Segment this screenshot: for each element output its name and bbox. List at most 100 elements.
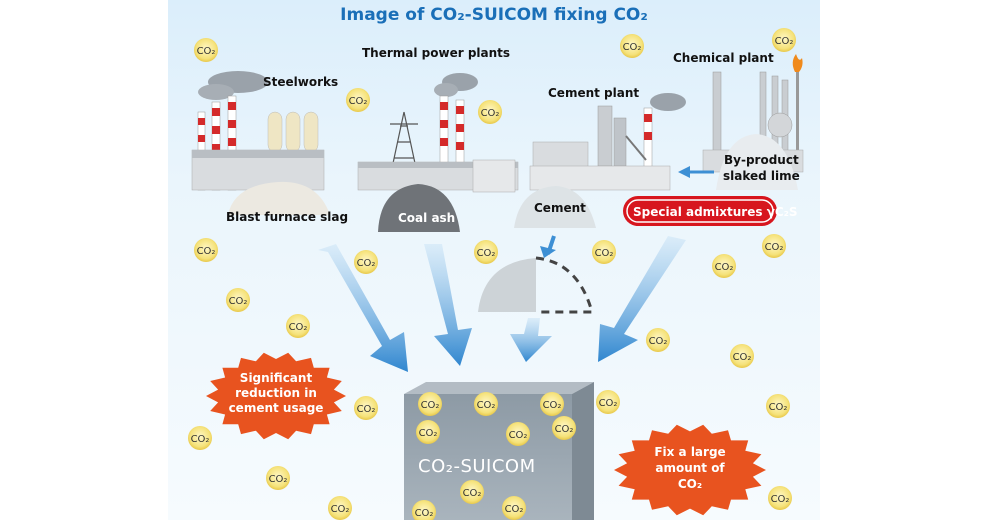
chemical-plant xyxy=(702,54,804,190)
co2-bubble-label: CO₂ xyxy=(733,352,752,363)
co2-bubble-label: CO₂ xyxy=(357,404,376,415)
co2-bubble-label: CO₂ xyxy=(197,46,216,57)
co2-bubble-label: CO₂ xyxy=(769,402,788,413)
co2-bubble-label: CO₂ xyxy=(599,398,618,409)
co2-bubble-label: CO₂ xyxy=(419,428,438,439)
co2-bubble-circle xyxy=(354,250,378,274)
cement-arrow-small xyxy=(540,246,556,258)
co2-bubble-circle xyxy=(766,394,790,418)
conveyor xyxy=(625,135,647,161)
co2-bubble: CO₂ xyxy=(286,314,310,338)
co2-bubble: CO₂ xyxy=(712,254,736,278)
co2-bubble-circle xyxy=(502,496,526,520)
co2-bubble-label: CO₂ xyxy=(775,36,794,47)
co2-bubble-circle xyxy=(596,390,620,414)
steelworks-factory xyxy=(191,71,330,215)
diagram-title: Image of CO₂-SUICOM fixing CO₂ xyxy=(340,5,648,25)
co2-bubble-label: CO₂ xyxy=(481,108,500,119)
co2-bubble-label: CO₂ xyxy=(649,336,668,347)
cement-pile xyxy=(514,186,596,228)
co2-bubble-circle xyxy=(646,328,670,352)
arrow-from-coal-ash xyxy=(424,244,472,366)
fix-text-line1: Fix a large xyxy=(654,445,725,459)
co2-bubble-circle xyxy=(194,38,218,62)
co2-bubble-circle xyxy=(474,240,498,264)
preheater-tower xyxy=(597,105,613,167)
co2-bubble-circle xyxy=(620,34,644,58)
arrow-from-cement xyxy=(510,318,552,362)
co2-bubble-circle xyxy=(552,416,576,440)
co2-bubble-circle xyxy=(768,486,792,510)
co2-bubble-label: CO₂ xyxy=(595,248,614,259)
coal-ash-label: Coal ash xyxy=(398,211,455,225)
co2-bubble: CO₂ xyxy=(328,496,352,520)
co2-bubble: CO₂ xyxy=(620,34,644,58)
co2-bubble-circle xyxy=(730,344,754,368)
co2-bubble: CO₂ xyxy=(354,396,378,420)
diagram-svg: Steelworks Blast furnace slag xyxy=(188,28,804,520)
storage-tank xyxy=(303,111,319,153)
thermal-power-plants-label: Thermal power plants xyxy=(362,46,510,60)
co2-bubble-circle xyxy=(592,240,616,264)
block-top xyxy=(404,382,594,394)
thermal-power-plant xyxy=(357,73,519,232)
co2-bubble-circle xyxy=(474,392,498,416)
co2-bubble-label: CO₂ xyxy=(331,504,350,515)
co2-bubble: CO₂ xyxy=(194,238,218,262)
smoke-cloud xyxy=(650,93,686,111)
storage-tank xyxy=(267,111,283,153)
co2-bubble-circle xyxy=(712,254,736,278)
co2-bubble-label: CO₂ xyxy=(463,488,482,499)
co2-bubble-circle xyxy=(328,496,352,520)
fix-text-line2: amount of xyxy=(655,461,725,475)
co2-bubble: CO₂ xyxy=(416,420,440,444)
co2-bubble-circle xyxy=(412,500,436,520)
co2-bubble: CO₂ xyxy=(768,486,792,510)
co2-bubble-circle xyxy=(194,238,218,262)
spherical-tank xyxy=(767,112,793,138)
co2-bubble-label: CO₂ xyxy=(477,248,496,259)
co2-bubble: CO₂ xyxy=(596,390,620,414)
co2-bubble-label: CO₂ xyxy=(229,296,248,307)
co2-bubble-circle xyxy=(266,466,290,490)
arrow-from-admixtures xyxy=(598,236,686,362)
blast-furnace-slag-label: Blast furnace slag xyxy=(226,210,348,224)
co2-bubble-label: CO₂ xyxy=(771,494,790,505)
smoke-cloud xyxy=(198,84,234,100)
byproduct-label-line1: By-product xyxy=(724,153,799,167)
fix-text-line3: CO₂ xyxy=(678,477,702,491)
co2-bubble: CO₂ xyxy=(592,240,616,264)
burst-shape xyxy=(614,424,766,516)
co2-bubble-label: CO₂ xyxy=(421,400,440,411)
co2-bubble-circle xyxy=(478,100,502,124)
byproduct-label-line2: slaked lime xyxy=(723,169,800,183)
flow-arrows xyxy=(318,236,686,372)
co2-bubble-label: CO₂ xyxy=(191,434,210,445)
co2-bubble: CO₂ xyxy=(772,28,796,52)
reduction-text-line1: Significant xyxy=(240,371,313,385)
chemical-plant-label: Chemical plant xyxy=(673,51,774,65)
reduction-text-line2: reduction in xyxy=(235,386,317,400)
co2-bubble: CO₂ xyxy=(418,392,442,416)
co2-bubble-circle xyxy=(354,396,378,420)
arrow-from-slag xyxy=(318,244,408,372)
cement-reduced-pile xyxy=(478,258,536,312)
co2-bubble-circle xyxy=(286,314,310,338)
cement-reduction-outline xyxy=(535,256,594,314)
cement-plant xyxy=(514,93,686,228)
co2-bubble-label: CO₂ xyxy=(765,242,784,253)
co2-bubble: CO₂ xyxy=(552,416,576,440)
flare-flame xyxy=(792,54,803,72)
co2-bubble: CO₂ xyxy=(354,250,378,274)
co2-bubble-circle xyxy=(188,426,212,450)
co2-bubble-label: CO₂ xyxy=(555,424,574,435)
co2-bubble: CO₂ xyxy=(474,240,498,264)
reduction-burst xyxy=(206,352,346,440)
coal-ash-pile xyxy=(378,184,460,232)
co2-bubble-circle xyxy=(460,480,484,504)
co2-suicom-label: CO₂-SUICOM xyxy=(418,456,536,477)
slaked-lime-pile xyxy=(716,134,798,190)
co2-bubble: CO₂ xyxy=(226,288,250,312)
